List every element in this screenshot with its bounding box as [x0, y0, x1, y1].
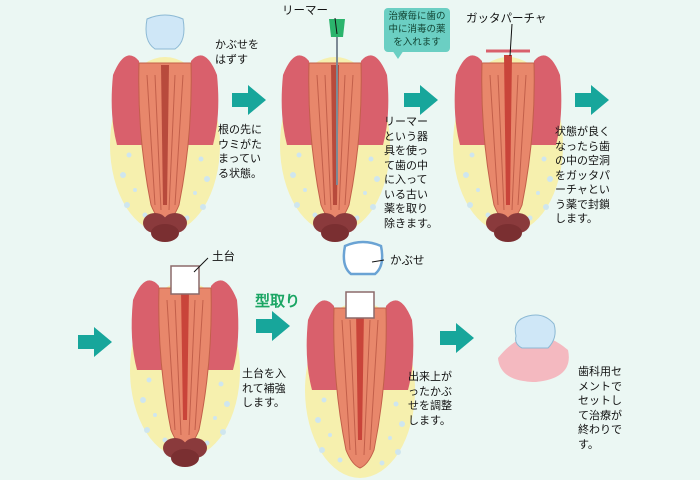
post-core-icon — [170, 265, 200, 295]
step1-description: 根の先に ウミがた まってい る状態。 — [218, 123, 262, 180]
crown-icon — [145, 14, 185, 50]
tooth-panel-5 — [305, 291, 415, 478]
step6-description: 歯科用セ メントで セットし て治療が 終わりで す。 — [578, 365, 622, 451]
tooth-panel-3 — [453, 49, 563, 242]
arrow-icon-6 — [440, 323, 474, 353]
gutta-percha-fill — [504, 55, 512, 205]
gutta-percha-label: ガッタパーチャ — [466, 11, 547, 25]
finished-crown-icon — [514, 314, 556, 349]
step4-description: 土台を入 れて補強 します。 — [242, 367, 286, 409]
step3-description: 状態が良く なったら歯 の中の空洞 をガッタパ ーチャとい う薬で封鎖 します。 — [555, 125, 610, 225]
step5-description: 出来上が ったかぶ せを調整 します。 — [408, 370, 452, 427]
step2-description: リーマー という器 具を使っ て歯の中 に入って いる古い 薬を取り 除きます。 — [384, 115, 438, 230]
arrow-icon-4 — [78, 327, 112, 357]
arrow-icon-2 — [404, 85, 438, 115]
post-label: 土台 — [212, 249, 235, 263]
crown-label: かぶせ — [390, 253, 425, 267]
gutta-leader-line — [509, 23, 513, 57]
tooth-panel-6 — [498, 314, 569, 382]
disinfect-callout: 治療毎に歯の 中に消毒の薬 を入れます — [384, 8, 450, 52]
tooth-panel-1 — [110, 14, 220, 242]
crown-leader-line — [371, 259, 385, 263]
step1-label: かぶせを はずす — [215, 38, 259, 66]
arrow-icon-5 — [256, 311, 290, 341]
impression-title: 型取り — [255, 292, 301, 310]
reamer-label: リーマー — [282, 3, 328, 17]
tooth-panel-2 — [280, 19, 390, 242]
arrow-icon-1 — [232, 85, 266, 115]
tooth-panel-4 — [130, 265, 240, 467]
reamer-handle-icon — [329, 19, 345, 37]
reamer-leader-line — [334, 17, 338, 35]
callout-tail — [392, 50, 404, 59]
post-leader-line — [193, 257, 209, 273]
crown-cap-icon — [342, 240, 384, 276]
arrow-icon-3 — [575, 85, 609, 115]
